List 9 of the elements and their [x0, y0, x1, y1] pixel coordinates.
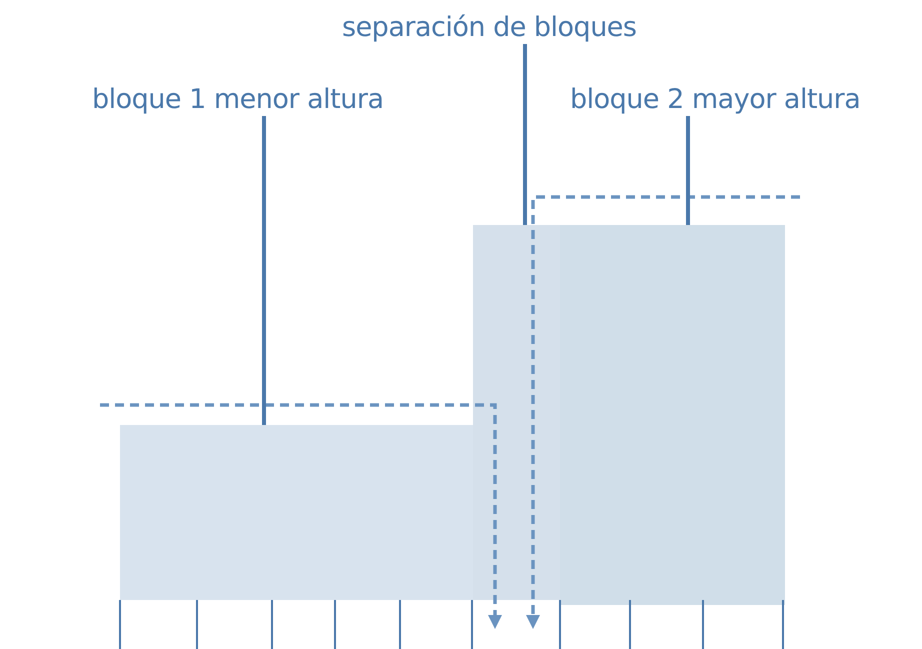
- callout-label: bloque 1 menor altura: [92, 84, 384, 116]
- lower-block: [120, 425, 473, 600]
- block-gap: [473, 225, 560, 600]
- callout-label: bloque 2 mayor altura: [570, 84, 860, 116]
- taller-block: [560, 225, 785, 605]
- callout-label: separación de bloques: [342, 12, 636, 44]
- leader-line: [686, 116, 690, 225]
- leader-line: [262, 116, 266, 425]
- leader-line: [523, 44, 527, 225]
